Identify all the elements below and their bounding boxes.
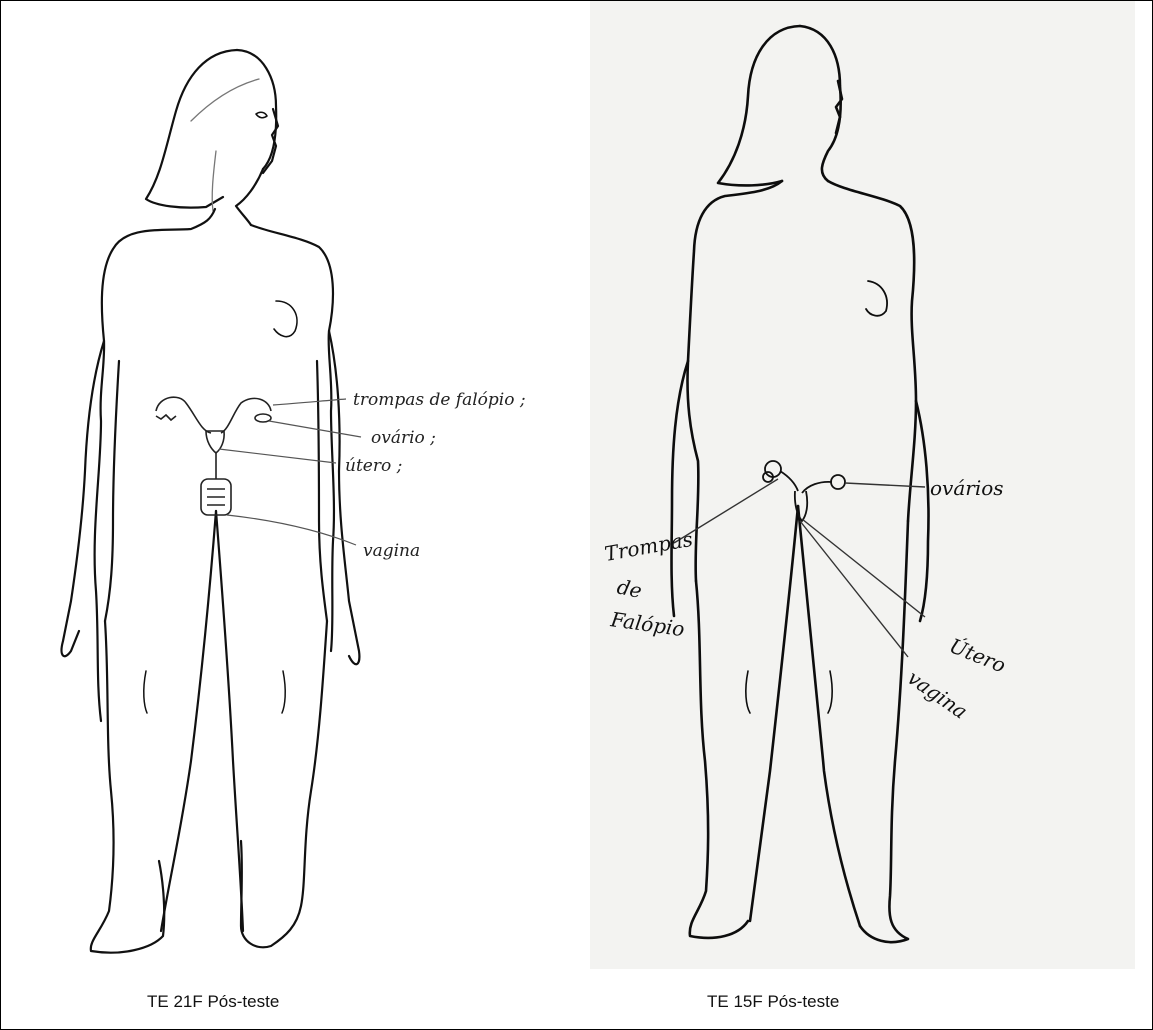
drawing-panel-right: ovários Trompas de Falópio Útero vagina	[590, 1, 1135, 969]
label-ovary-left: ovário ;	[371, 428, 436, 448]
label-fallopian-tubes-left: trompas de falópio ;	[353, 390, 526, 410]
label-fallopian-tubes-right-line1: Trompas	[603, 527, 695, 566]
caption-left: TE 21F Pós-teste	[147, 992, 279, 1012]
body-outline-left: trompas de falópio ; ovário ; útero ; va…	[1, 1, 571, 976]
caption-right: TE 15F Pós-teste	[707, 992, 839, 1012]
label-vagina-left: vagina	[363, 541, 420, 561]
label-uterus-right: Útero	[946, 632, 1009, 677]
label-ovaries-right: ovários	[930, 476, 1004, 500]
body-outline-right: ovários Trompas de Falópio Útero vagina	[590, 1, 1135, 969]
label-vagina-right: vagina	[903, 665, 972, 723]
drawing-panel-left: trompas de falópio ; ovário ; útero ; va…	[1, 1, 571, 976]
label-uterus-left: útero ;	[345, 456, 402, 476]
label-fallopian-tubes-right-line2: de	[615, 574, 644, 603]
